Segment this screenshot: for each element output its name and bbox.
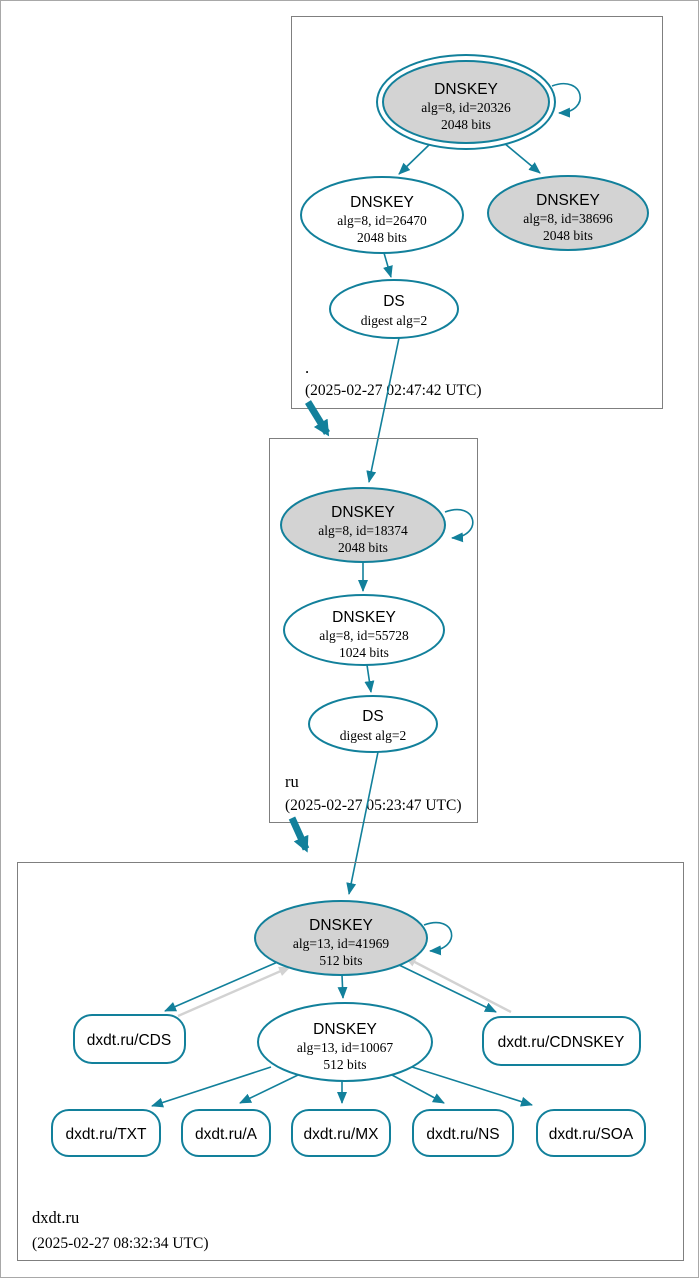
edge-dxdt-zsk-to-ns <box>391 1074 445 1104</box>
dxdt-zsk-size: 512 bits <box>323 1057 366 1072</box>
dxdt-ksk-size: 512 bits <box>319 953 362 968</box>
edge-dxdt-ksk-to-cdnskey <box>396 963 497 1013</box>
edge-dxdt-zsk-to-soa <box>411 1066 533 1107</box>
dxdt-rrset-soa-label: dxdt.ru/SOA <box>549 1126 634 1143</box>
dxdt-ksk-title: DNSKEY <box>309 917 373 934</box>
dxdt-zsk-node: DNSKEY alg=13, id=10067 512 bits <box>257 1002 433 1082</box>
root-zsk-title: DNSKEY <box>350 194 414 211</box>
dxdt-cdnskey-label: dxdt.ru/CDNSKEY <box>498 1034 625 1051</box>
dxdt-rrset-a-label: dxdt.ru/A <box>195 1126 258 1143</box>
edge-root-ksk-to-standby <box>503 142 541 174</box>
edge-root-zsk-to-ds <box>383 252 393 278</box>
edge-root-ds-to-ru-ksk <box>366 337 400 483</box>
edge-ru-ds-to-dxdt-ksk <box>346 751 379 895</box>
zone-box-root <box>291 16 663 409</box>
root-zsk-size: 2048 bits <box>357 230 407 245</box>
ru-ksk-size: 2048 bits <box>338 540 388 555</box>
root-ds-title: DS <box>383 293 405 310</box>
root-ksk-meta: alg=8, id=20326 <box>421 100 511 115</box>
edge-dxdt-cdnskey-to-ksk-gray <box>404 955 512 1014</box>
dxdt-rrset-txt-node: dxdt.ru/TXT <box>51 1109 161 1157</box>
root-ksk-size: 2048 bits <box>441 117 491 132</box>
root-ksk-node: DNSKEY alg=8, id=20326 2048 bits <box>376 54 556 150</box>
ru-zsk-size: 1024 bits <box>339 645 389 660</box>
root-zone-label: . <box>305 358 309 377</box>
ru-ds-meta: digest alg=2 <box>340 728 406 743</box>
root-zsk-node: DNSKEY alg=8, id=26470 2048 bits <box>300 176 464 254</box>
dxdt-rrset-mx-node: dxdt.ru/MX <box>291 1109 391 1157</box>
edge-ru-zsk-to-ds <box>364 664 375 693</box>
edge-ru-ksk-selfloop <box>444 508 474 543</box>
edge-dxdt-ksk-selfloop <box>423 921 453 956</box>
dxdt-zone-label: dxdt.ru <box>32 1208 79 1227</box>
root-standby-key-node: DNSKEY alg=8, id=38696 2048 bits <box>487 175 649 251</box>
dxdt-cds-label: dxdt.ru/CDS <box>87 1032 171 1049</box>
ru-zone-label: ru <box>285 772 299 791</box>
ru-ksk-node: DNSKEY alg=8, id=18374 2048 bits <box>280 487 446 563</box>
edge-dxdt-ksk-to-zsk <box>337 974 348 999</box>
edge-root-ksk-selfloop <box>551 83 581 118</box>
zone-box-ru <box>269 438 478 823</box>
edge-dxdt-ksk-to-cds <box>164 960 281 1012</box>
dxdt-rrset-ns-node: dxdt.ru/NS <box>412 1109 514 1157</box>
dxdt-zone-timestamp: (2025-02-27 08:32:34 UTC) <box>32 1235 209 1252</box>
root-standby-meta: alg=8, id=38696 <box>523 211 613 226</box>
root-ds-meta: digest alg=2 <box>361 313 427 328</box>
zone-box-dxdt <box>17 862 684 1261</box>
dxdt-cds-node: dxdt.ru/CDS <box>73 1014 186 1064</box>
edge-root-ksk-to-zsk <box>398 143 431 175</box>
edge-ru-zone-to-dxdt-zone <box>288 816 310 853</box>
root-zsk-meta: alg=8, id=26470 <box>337 213 427 228</box>
dxdt-rrset-mx-label: dxdt.ru/MX <box>304 1126 380 1143</box>
ru-ds-node: DS digest alg=2 <box>308 695 438 753</box>
dxdt-rrset-ns-label: dxdt.ru/NS <box>426 1126 499 1143</box>
ru-zsk-meta: alg=8, id=55728 <box>319 628 409 643</box>
root-ds-node: DS digest alg=2 <box>329 279 459 339</box>
ru-zsk-node: DNSKEY alg=8, id=55728 1024 bits <box>283 594 445 666</box>
ru-zone-timestamp: (2025-02-27 05:23:47 UTC) <box>285 797 462 814</box>
dxdt-ksk-node: DNSKEY alg=13, id=41969 512 bits <box>254 900 428 976</box>
dxdt-cdnskey-node: dxdt.ru/CDNSKEY <box>482 1016 641 1066</box>
root-standby-size: 2048 bits <box>543 228 593 243</box>
dxdt-rrset-a-node: dxdt.ru/A <box>181 1109 271 1157</box>
root-standby-title: DNSKEY <box>536 192 600 209</box>
root-ksk-inner-ring <box>382 60 550 144</box>
edge-dxdt-cds-to-ksk-gray <box>177 965 291 1018</box>
root-ksk-title: DNSKEY <box>434 81 498 98</box>
ru-ksk-meta: alg=8, id=18374 <box>318 523 408 538</box>
ru-zsk-title: DNSKEY <box>332 609 396 626</box>
ru-ds-title: DS <box>362 708 384 725</box>
root-zone-timestamp: (2025-02-27 02:47:42 UTC) <box>305 382 482 399</box>
edge-root-zone-to-ru-zone <box>305 400 330 437</box>
dxdt-rrset-txt-label: dxdt.ru/TXT <box>66 1126 147 1143</box>
dxdt-rrset-soa-node: dxdt.ru/SOA <box>536 1109 646 1157</box>
dxdt-zsk-meta: alg=13, id=10067 <box>297 1040 393 1055</box>
edge-dxdt-zsk-to-txt <box>151 1066 272 1108</box>
dxdt-zsk-title: DNSKEY <box>313 1021 377 1038</box>
ru-ksk-title: DNSKEY <box>331 504 395 521</box>
dxdt-ksk-meta: alg=13, id=41969 <box>293 936 389 951</box>
edge-dxdt-zsk-to-a <box>239 1074 299 1104</box>
